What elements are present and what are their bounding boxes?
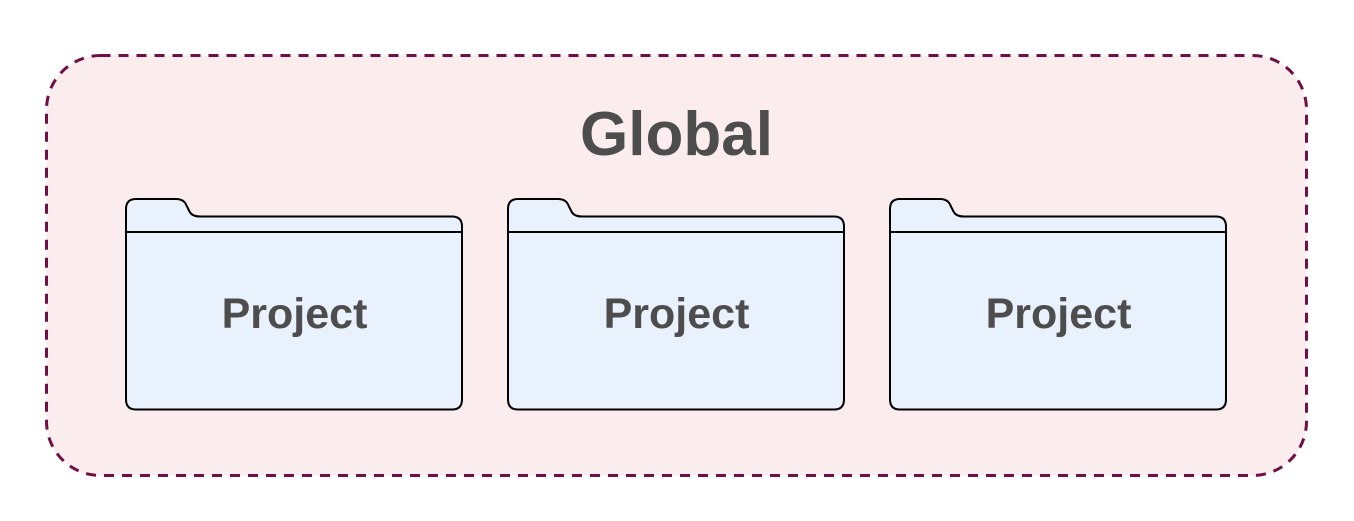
folder-shape-project-1: Project <box>125 198 464 411</box>
folder-icon <box>125 198 463 411</box>
folder-label: Project <box>985 290 1132 338</box>
global-group-label: Global <box>580 100 773 169</box>
global-group-container: Global Project Project <box>45 54 1308 477</box>
folders-row: Project Project Project <box>45 198 1308 411</box>
folder-label: Project <box>221 290 368 338</box>
folder-icon <box>507 198 845 411</box>
folder-shape-project-2: Project <box>507 198 846 411</box>
folder-shape-project-3: Project <box>889 198 1228 411</box>
folder-icon <box>889 198 1227 411</box>
folder-label: Project <box>603 290 750 338</box>
